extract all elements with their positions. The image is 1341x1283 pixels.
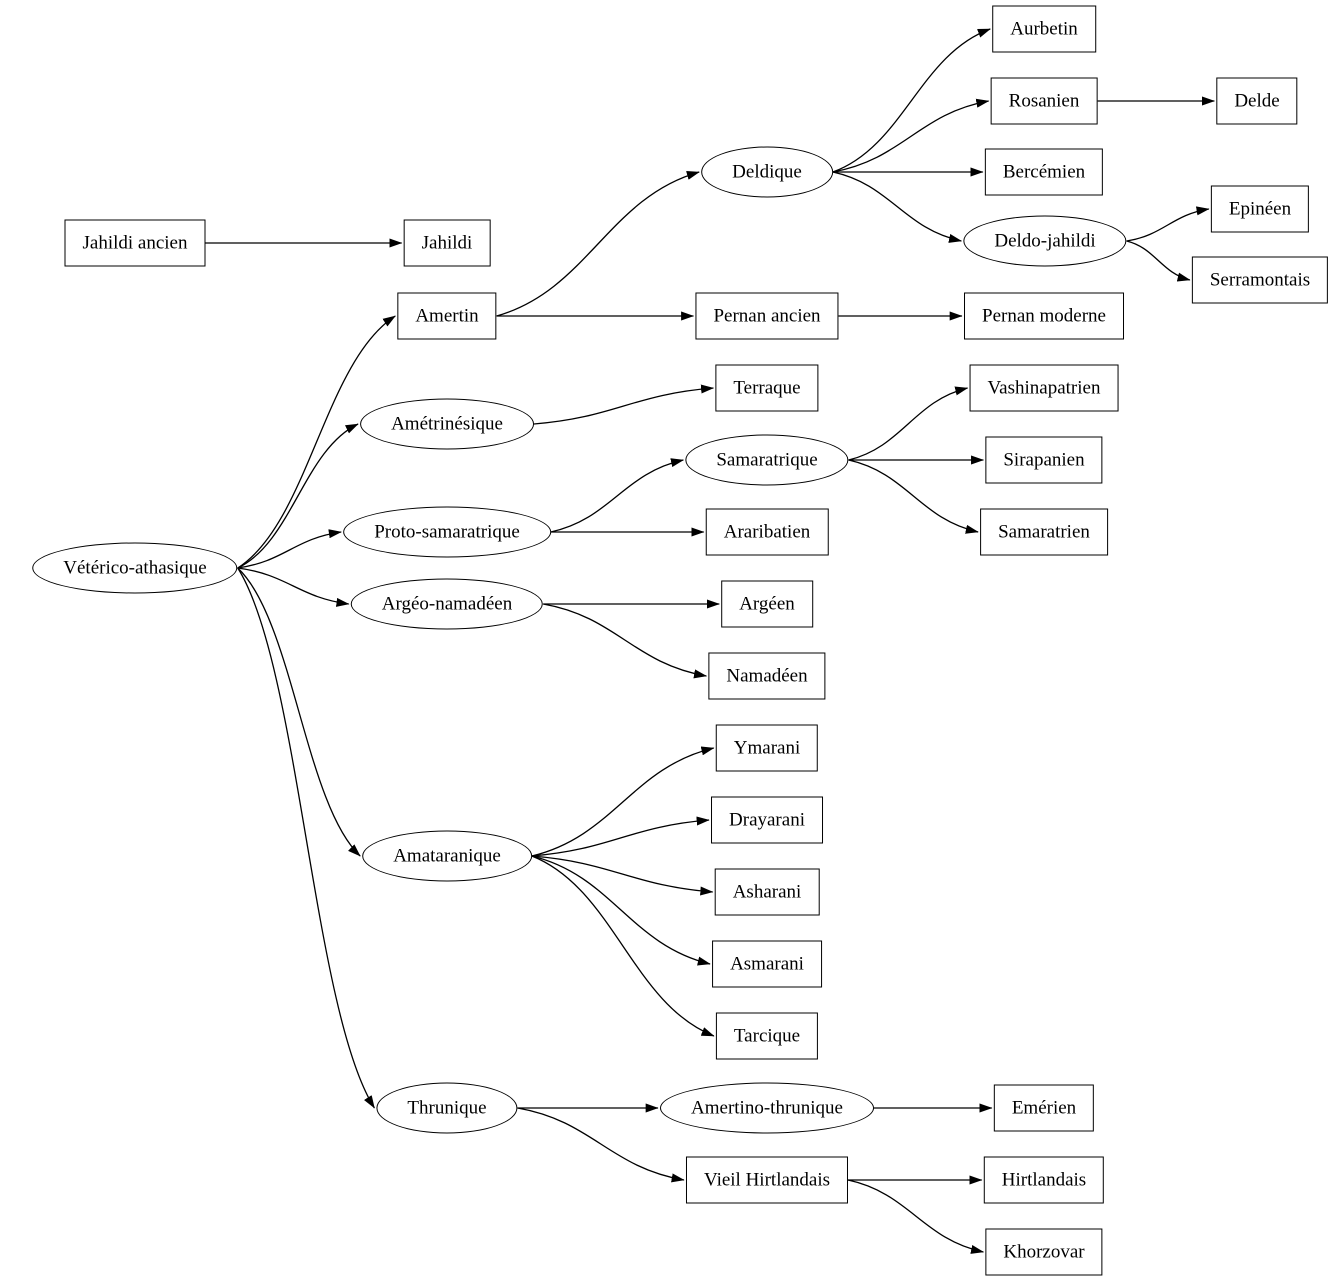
node-deldique: Deldique — [701, 146, 833, 198]
node-emerien: Emérien — [993, 1084, 1095, 1132]
edge-veterico-athasique-to-ametrinesique — [237, 423, 359, 569]
edge-argeo-namadeen-to-namadeen — [543, 603, 708, 679]
node-asharani: Asharani — [714, 868, 820, 916]
edge-amataranique-to-tarcique — [531, 855, 715, 1037]
node-epineen: Epinéen — [1210, 185, 1310, 233]
node-vieil-hirtlandais: Vieil Hirtlandais — [685, 1156, 849, 1204]
node-aurbetin: Aurbetin — [992, 5, 1096, 53]
edge-ametrinesique-to-terraque — [533, 384, 715, 425]
node-argeo-namadeen: Argéo-namadéen — [350, 578, 544, 630]
node-samaratrique: Samaratrique — [685, 434, 849, 486]
edge-amataranique-to-asharani — [531, 855, 714, 896]
node-khorzovar: Khorzovar — [985, 1228, 1103, 1276]
node-argeen: Argéen — [721, 580, 813, 628]
node-bercemien: Bercémien — [984, 148, 1104, 196]
edge-amataranique-to-ymarani — [531, 746, 715, 857]
node-asmarani: Asmarani — [712, 940, 822, 988]
edge-deldo-jahildi-to-serramontais — [1126, 240, 1191, 282]
node-pernan-moderne: Pernan moderne — [964, 292, 1124, 340]
node-pernan-ancien: Pernan ancien — [695, 292, 839, 340]
edge-amataranique-to-asmarani — [531, 855, 711, 966]
node-namadeen: Namadéen — [708, 652, 826, 700]
edge-deldo-jahildi-to-epineen — [1126, 206, 1210, 242]
edge-vieil-hirtlandais-to-khorzovar — [847, 1179, 985, 1254]
edge-veterico-athasique-to-proto-samaratrique — [237, 529, 342, 569]
node-jahildi: Jahildi — [403, 219, 491, 267]
node-ametrinesique: Amétrinésique — [360, 398, 534, 450]
node-hirtlandais: Hirtlandais — [983, 1156, 1105, 1204]
node-sirapanien: Sirapanien — [985, 436, 1103, 484]
edge-samaratrique-to-samaratrien — [848, 459, 979, 534]
node-veterico-athasique: Vétérico-athasique — [32, 542, 238, 594]
edge-deldique-to-rosanien — [832, 98, 990, 173]
node-rosanien: Rosanien — [990, 77, 1098, 125]
edge-amertin-to-deldique — [496, 171, 700, 317]
edge-deldique-to-aurbetin — [832, 28, 991, 173]
edge-veterico-athasique-to-thrunique — [237, 567, 375, 1109]
edge-samaratrique-to-vashinapatrien — [848, 386, 969, 461]
node-vashinapatrien: Vashinapatrien — [969, 364, 1119, 412]
edge-veterico-athasique-to-amataranique — [237, 567, 361, 857]
node-serramontais: Serramontais — [1191, 256, 1329, 304]
node-tarcique: Tarcique — [715, 1012, 819, 1060]
edge-thrunique-to-vieil-hirtlandais — [517, 1107, 685, 1183]
edge-proto-samaratrique-to-samaratrique — [550, 458, 684, 533]
node-amertin: Amertin — [397, 292, 497, 340]
edge-deldique-to-deldo-jahildi — [832, 171, 962, 243]
node-samaratrien: Samaratrien — [980, 508, 1108, 556]
node-proto-samaratrique: Proto-samaratrique — [343, 506, 551, 558]
node-ymarani: Ymarani — [715, 724, 819, 772]
node-amertino-thrunique: Amertino-thrunique — [660, 1082, 874, 1134]
node-terraque: Terraque — [715, 364, 819, 412]
node-delde: Delde — [1216, 77, 1298, 125]
node-drayarani: Drayarani — [711, 796, 823, 844]
node-thrunique: Thrunique — [376, 1082, 518, 1134]
edge-veterico-athasique-to-amertin — [237, 315, 396, 569]
node-amataranique: Amataranique — [362, 830, 532, 882]
node-jahildi-ancien: Jahildi ancien — [64, 219, 206, 267]
edge-veterico-athasique-to-argeo-namadeen — [237, 567, 350, 607]
node-araribatien: Araribatien — [705, 508, 829, 556]
node-deldo-jahildi: Deldo-jahildi — [963, 215, 1127, 267]
edge-amataranique-to-drayarani — [531, 816, 710, 857]
